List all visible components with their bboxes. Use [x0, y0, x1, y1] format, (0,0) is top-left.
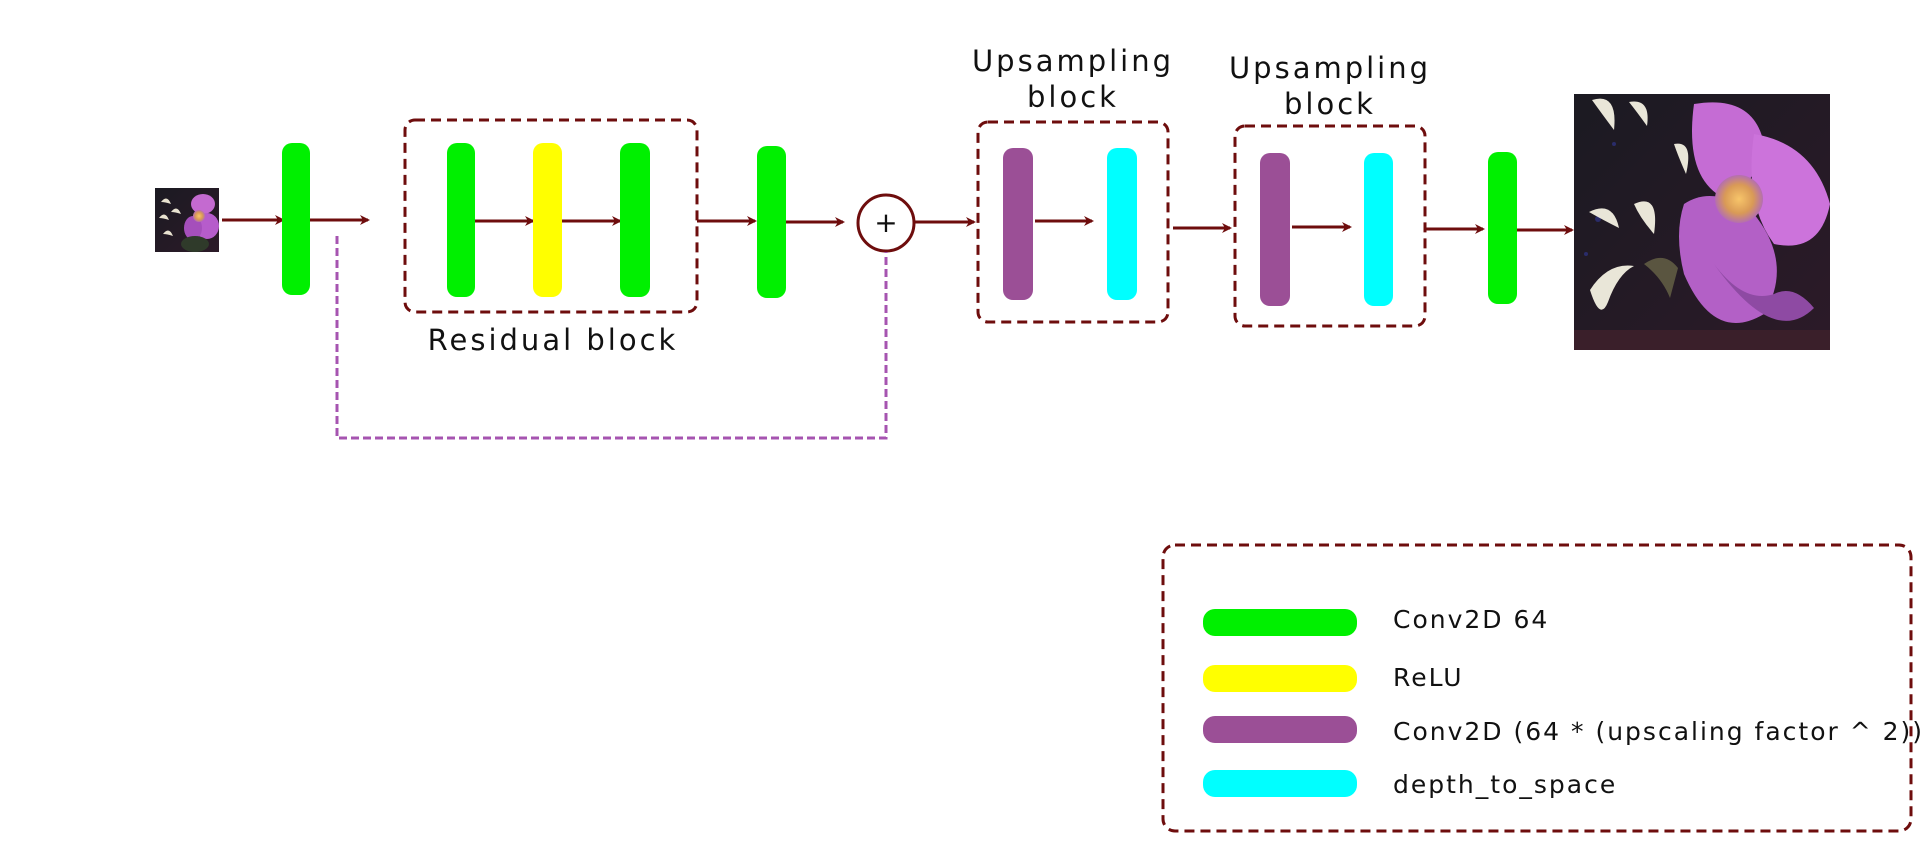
legend-swatch-depth-to-space [1203, 770, 1357, 797]
upsample1-conv-layer [1003, 148, 1033, 300]
upsampling-block-1-box [976, 120, 1170, 324]
skip-connection-line [335, 236, 888, 440]
add-node [856, 193, 916, 253]
upsample2-conv-layer [1260, 153, 1290, 306]
upsample2-depth-to-space-layer [1364, 153, 1393, 306]
conv-layer-1 [282, 143, 310, 295]
input-image [155, 188, 219, 252]
legend-swatch-relu [1203, 665, 1357, 692]
legend-box [1161, 543, 1913, 833]
upsampling-block-1-label: Upsampling block [968, 43, 1178, 115]
legend-swatch-conv2d-upscale [1203, 716, 1357, 743]
conv-layer-2 [757, 146, 786, 298]
residual-block-box [403, 118, 699, 314]
add-node-symbol: + [874, 206, 898, 239]
conv-layer-final [1488, 152, 1517, 304]
upsampling-block-1-label-text: Upsampling block [971, 44, 1175, 114]
upsampling-block-2-label: Upsampling block [1225, 50, 1435, 122]
upsampling-block-2-label-text: Upsampling block [1228, 51, 1432, 121]
residual-block-label: Residual block [427, 323, 679, 357]
legend-label-conv2d-upscale: Conv2D (64 * (upscaling factor ^ 2)) [1393, 717, 1920, 746]
legend-label-depth-to-space: depth_to_space [1393, 770, 1618, 799]
residual-conv-layer-b [620, 143, 650, 297]
upsampling-block-2-box [1233, 124, 1427, 328]
legend-label-relu: ReLU [1393, 663, 1464, 692]
legend-label-conv2d-64: Conv2D 64 [1393, 605, 1550, 634]
upsample1-depth-to-space-layer [1107, 148, 1137, 300]
output-image [1574, 94, 1830, 350]
residual-relu-layer [533, 143, 562, 297]
legend-swatch-conv2d-64 [1203, 609, 1357, 636]
residual-conv-layer-a [447, 143, 475, 297]
